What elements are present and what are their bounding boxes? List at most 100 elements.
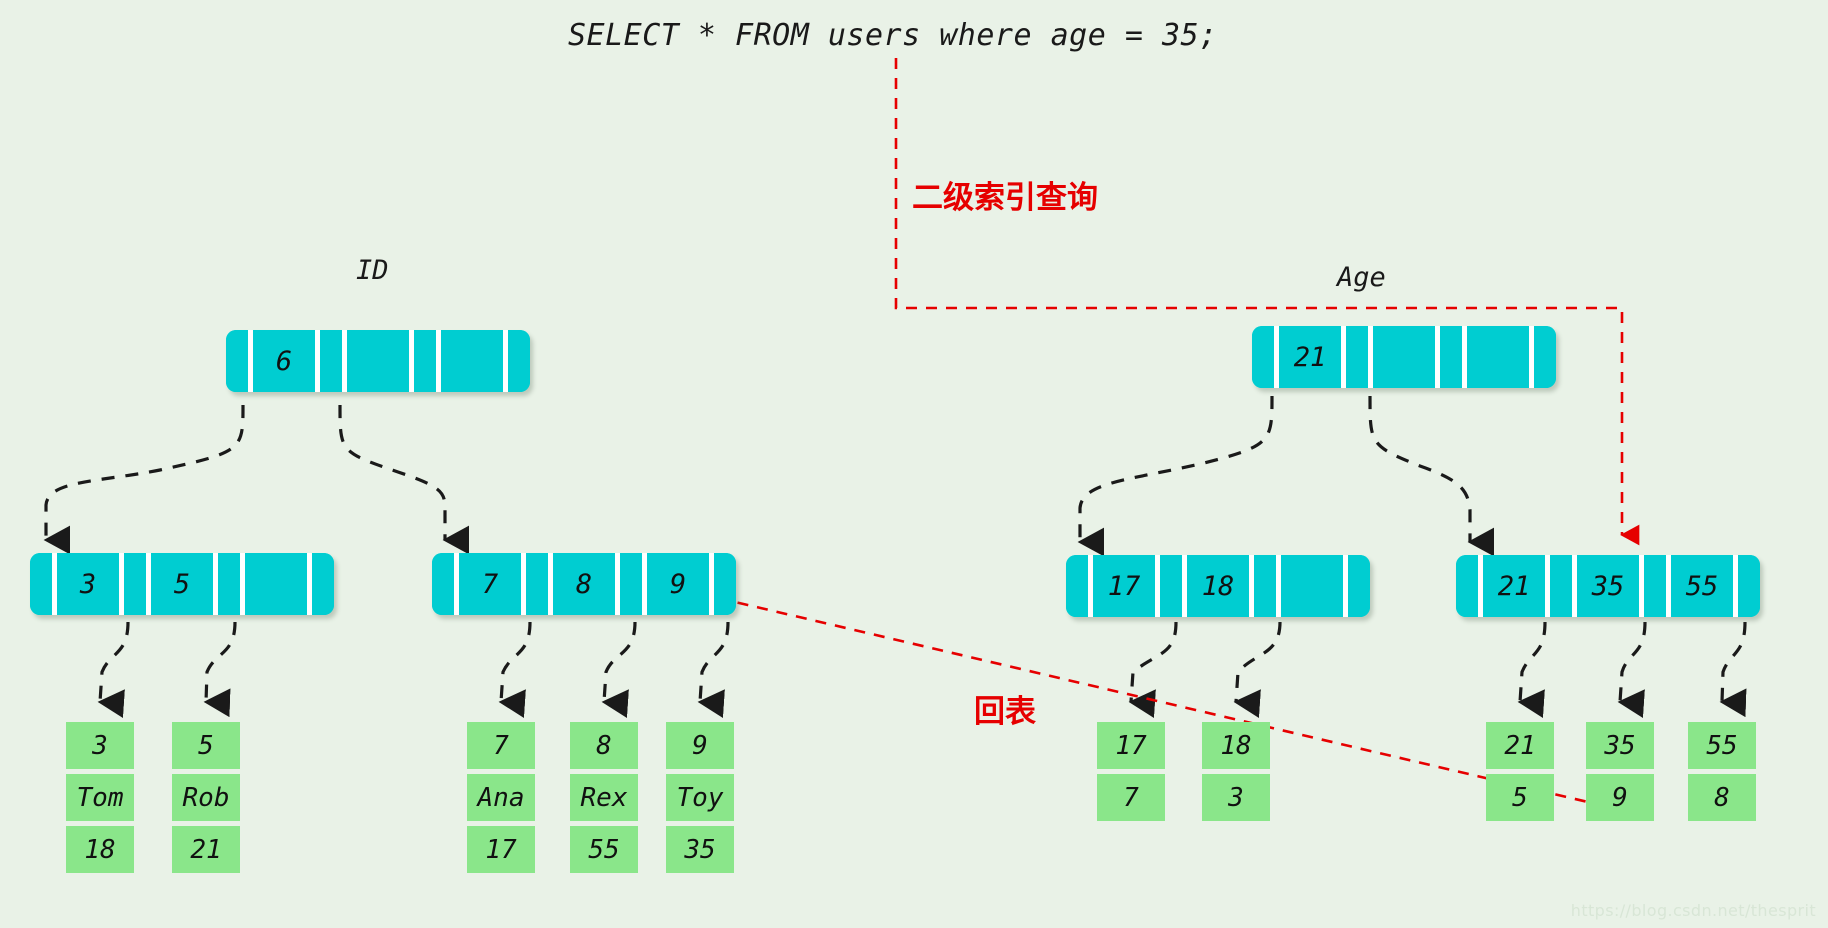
id-leaf2-pointer-3 (714, 553, 736, 615)
age-record-2-age: 18 (1202, 722, 1270, 769)
id-leaf-node-2: 7 8 9 (432, 553, 736, 615)
age-leaf2-pointer-0 (1456, 555, 1478, 617)
age-record-4: 35 9 (1586, 722, 1654, 821)
divider (1435, 326, 1440, 388)
id-tree-title: ID (356, 255, 389, 286)
id-leaf1-pointer-3 (312, 553, 334, 615)
id-record-1-id: 3 (66, 722, 134, 769)
wire-id-leaf1-rec2 (203, 621, 237, 718)
divider (1572, 555, 1577, 617)
age-record-5-age: 55 (1688, 722, 1756, 769)
id-record-3-age: 17 (467, 826, 535, 873)
age-record-1-age: 17 (1097, 722, 1165, 769)
age-tree-title: Age (1337, 262, 1386, 293)
age-leaf2-pointer-3 (1738, 555, 1760, 617)
age-record-1-id: 7 (1097, 774, 1165, 821)
wire-age-leaf2-rec5 (1719, 621, 1747, 718)
age-root-pointer-3 (1534, 326, 1556, 388)
id-leaf1-key-0: 3 (57, 553, 119, 615)
age-leaf1-key-1: 18 (1187, 555, 1249, 617)
wire-id-leaf2-rec3 (498, 621, 532, 718)
id-root-pointer-3 (508, 330, 530, 392)
id-record-2-name: Rob (172, 774, 240, 821)
id-record-3-id: 7 (467, 722, 535, 769)
age-leaf1-key-0: 17 (1093, 555, 1155, 617)
age-root-pointer-1 (1346, 326, 1368, 388)
divider (307, 553, 312, 615)
age-leaf2-key-2: 55 (1671, 555, 1733, 617)
id-record-5-id: 9 (666, 722, 734, 769)
id-leaf1-key-1: 5 (151, 553, 213, 615)
divider (1733, 555, 1738, 617)
id-record-1-age: 18 (66, 826, 134, 873)
id-leaf2-key-1: 8 (553, 553, 615, 615)
divider (1155, 555, 1160, 617)
id-root-node: 6 (226, 330, 530, 392)
annotation-back-to-table: 回表 (974, 694, 1036, 730)
divider (1182, 555, 1187, 617)
id-leaf2-key-2: 9 (647, 553, 709, 615)
divider (503, 330, 508, 392)
divider (409, 330, 414, 392)
divider (1462, 326, 1467, 388)
annotation-secondary-index-query: 二级索引查询 (912, 180, 1098, 216)
age-root-key-1 (1373, 326, 1435, 388)
id-record-2-id: 5 (172, 722, 240, 769)
id-root-pointer-0 (226, 330, 248, 392)
divider (1639, 555, 1644, 617)
wire-age-leaf1-rec2 (1233, 621, 1282, 718)
divider (1529, 326, 1534, 388)
age-root-pointer-0 (1252, 326, 1274, 388)
id-root-key-0: 6 (253, 330, 315, 392)
id-leaf-node-1: 3 5 (30, 553, 334, 615)
watermark: https://blog.csdn.net/thesprit (1570, 901, 1816, 920)
age-record-1: 17 7 (1097, 722, 1165, 821)
wire-secondary-index-query (894, 58, 1640, 546)
age-root-key-0: 21 (1279, 326, 1341, 388)
age-record-5: 55 8 (1688, 722, 1756, 821)
divider (709, 553, 714, 615)
divider (1343, 555, 1348, 617)
divider (240, 553, 245, 615)
divider (52, 553, 57, 615)
age-leaf2-pointer-2 (1644, 555, 1666, 617)
id-record-3-name: Ana (467, 774, 535, 821)
id-leaf1-pointer-0 (30, 553, 52, 615)
id-record-1-name: Tom (66, 774, 134, 821)
age-leaf2-key-0: 21 (1483, 555, 1545, 617)
divider (548, 553, 553, 615)
divider (342, 330, 347, 392)
id-leaf1-key-2 (245, 553, 307, 615)
divider (1368, 326, 1373, 388)
id-root-key-1 (347, 330, 409, 392)
wire-id-root-to-leaf2 (338, 404, 469, 555)
id-record-2-age: 21 (172, 826, 240, 873)
age-root-pointer-2 (1440, 326, 1462, 388)
id-record-4: 8 Rex 55 (570, 722, 638, 873)
id-record-4-name: Rex (570, 774, 638, 821)
age-leaf1-pointer-3 (1348, 555, 1370, 617)
id-record-5-name: Toy (666, 774, 734, 821)
age-leaf-node-1: 17 18 (1066, 555, 1370, 617)
id-leaf1-pointer-2 (218, 553, 240, 615)
age-record-3-id: 5 (1486, 774, 1554, 821)
wire-id-leaf1-rec1 (97, 621, 130, 718)
age-leaf-node-2: 21 35 55 (1456, 555, 1760, 617)
age-leaf2-pointer-1 (1550, 555, 1572, 617)
id-leaf2-key-0: 7 (459, 553, 521, 615)
id-leaf2-pointer-1 (526, 553, 548, 615)
divider (213, 553, 218, 615)
divider (1274, 326, 1279, 388)
id-leaf1-pointer-1 (124, 553, 146, 615)
age-record-4-age: 35 (1586, 722, 1654, 769)
age-record-2: 18 3 (1202, 722, 1270, 821)
id-record-4-id: 8 (570, 722, 638, 769)
wire-id-leaf2-rec4 (601, 621, 637, 718)
divider (146, 553, 151, 615)
divider (315, 330, 320, 392)
id-record-3: 7 Ana 17 (467, 722, 535, 873)
id-record-2: 5 Rob 21 (172, 722, 240, 873)
wire-id-leaf2-rec5 (697, 621, 730, 718)
sql-statement: SELECT * FROM users where age = 35; (568, 18, 1218, 53)
id-leaf2-pointer-0 (432, 553, 454, 615)
